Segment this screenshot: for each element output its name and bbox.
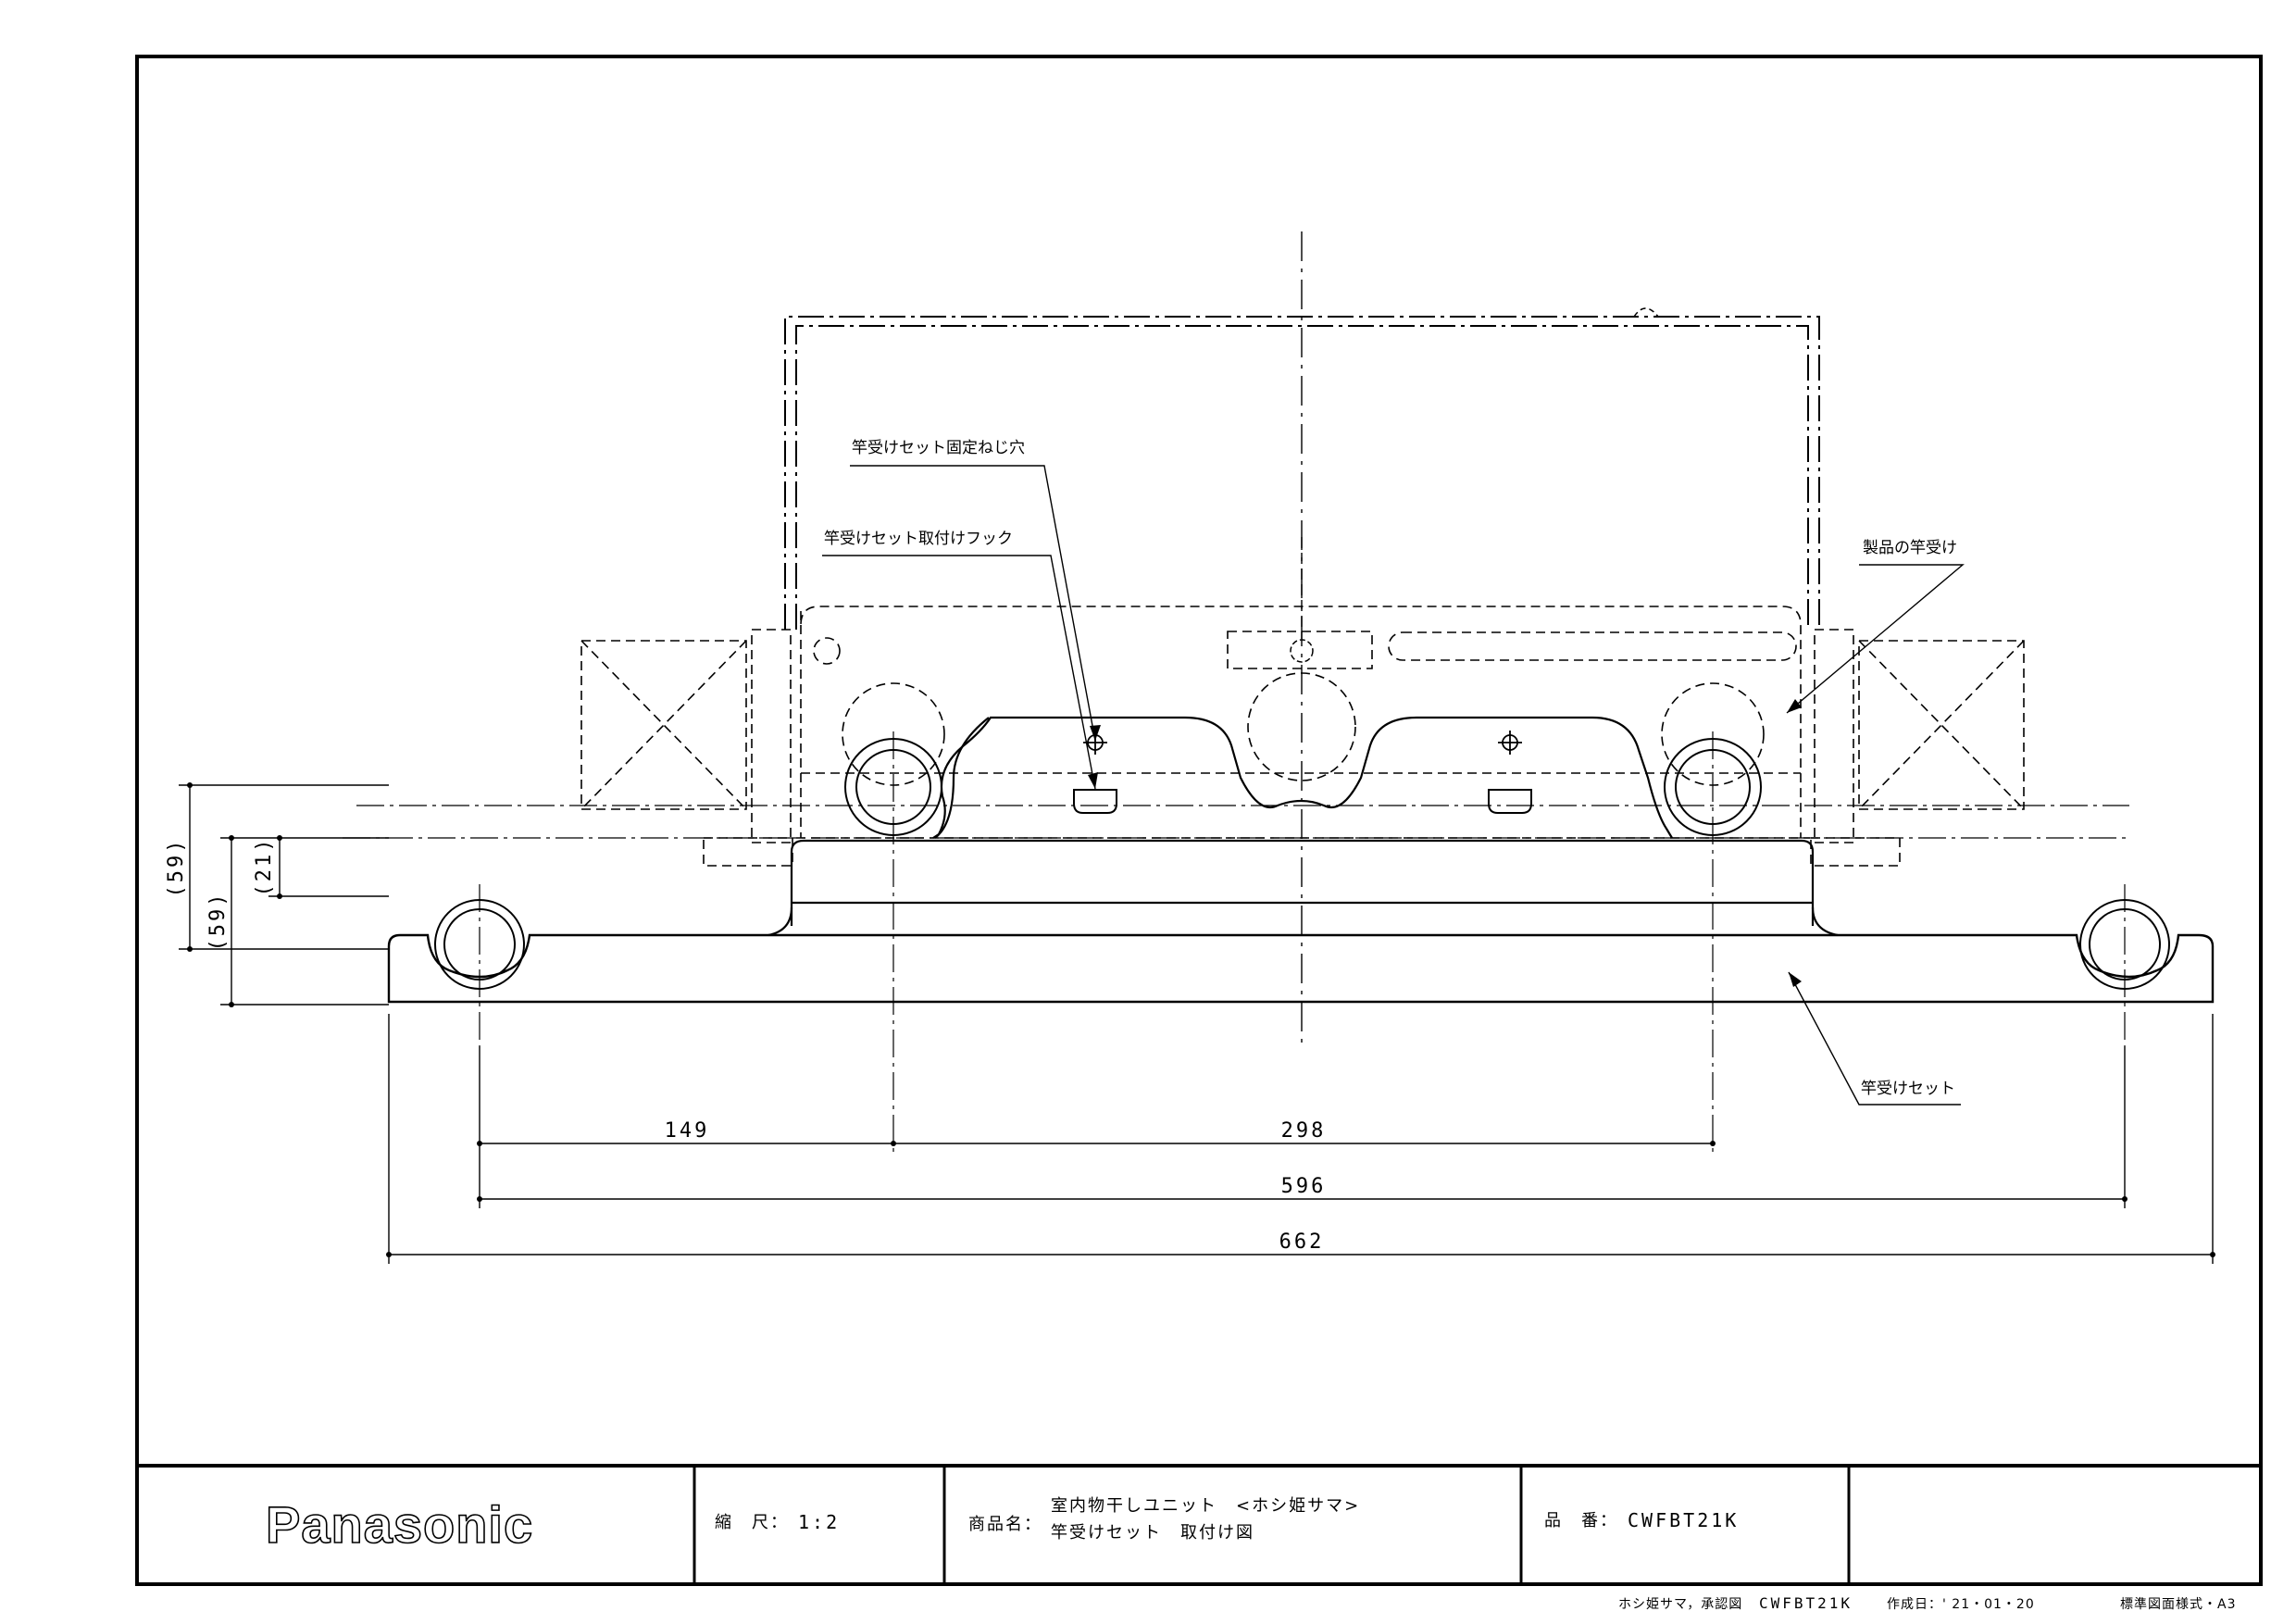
callout-mount-hook: 竿受けセット取付けフック: [824, 530, 1013, 548]
callout-pole-holder-set: 竿受けセット: [1861, 1080, 1955, 1098]
dim-21: (21): [253, 837, 276, 897]
brand-logo: Panasonic: [266, 1495, 533, 1554]
callout-arrows: [1088, 699, 1802, 987]
dim-662: 662: [1279, 1230, 1325, 1254]
part-number-label: 品 番：: [1544, 1511, 1618, 1530]
title-block-frame: [137, 1464, 2261, 1584]
pole-rings-upper: [844, 738, 1762, 836]
dim-298: 298: [1281, 1119, 1327, 1143]
bottom-bar: [387, 933, 2215, 1004]
side-boxes: [580, 629, 2025, 867]
base-step: [790, 839, 1815, 926]
scale-value: 1:2: [798, 1511, 840, 1533]
hook-slot-right: [1488, 789, 1532, 814]
footer-doc: ホシ姫サマ，承認図: [1618, 1597, 1742, 1612]
footer-format: 標準図面様式・A3: [2120, 1597, 2236, 1612]
hook-slot-left: [1073, 789, 1117, 814]
callout-leaders: [822, 465, 1965, 1106]
dim-59-top: (59): [165, 838, 188, 898]
product-label: 商品名：: [968, 1515, 1042, 1534]
footer-code: CWFBT21K: [1759, 1594, 1853, 1612]
dim-149: 149: [665, 1119, 710, 1143]
top-bump: [1633, 307, 1659, 318]
callout-product-pole-holder: 製品の竿受け: [1863, 539, 1957, 557]
dim-59-bottom: (59): [206, 892, 230, 952]
horizontal-center-lines: [343, 805, 2129, 839]
scale-label: 縮 尺：: [715, 1513, 789, 1532]
callout-fix-screw-hole: 竿受けセット固定ねじ穴: [852, 439, 1025, 457]
hook-hole: [1290, 639, 1314, 663]
footer-date: 作成日：' 21・01・20: [1887, 1597, 2035, 1612]
product-holder-dashed: [796, 606, 1810, 839]
part-number-value: CWFBT21K: [1628, 1509, 1739, 1531]
product-line-1: 室内物干しユニット <ホシ姫サマ>: [1051, 1496, 1360, 1516]
dim-596: 596: [1281, 1175, 1327, 1198]
pole-holder-plate: [932, 716, 1673, 839]
screw-holes: [1083, 731, 1522, 755]
dimension-lines: [179, 784, 2214, 1264]
product-line-2: 竿受けセット 取付け図: [1051, 1523, 1254, 1543]
dimension-ticks: [187, 782, 2215, 1257]
drawing-frame: [135, 55, 2263, 1586]
